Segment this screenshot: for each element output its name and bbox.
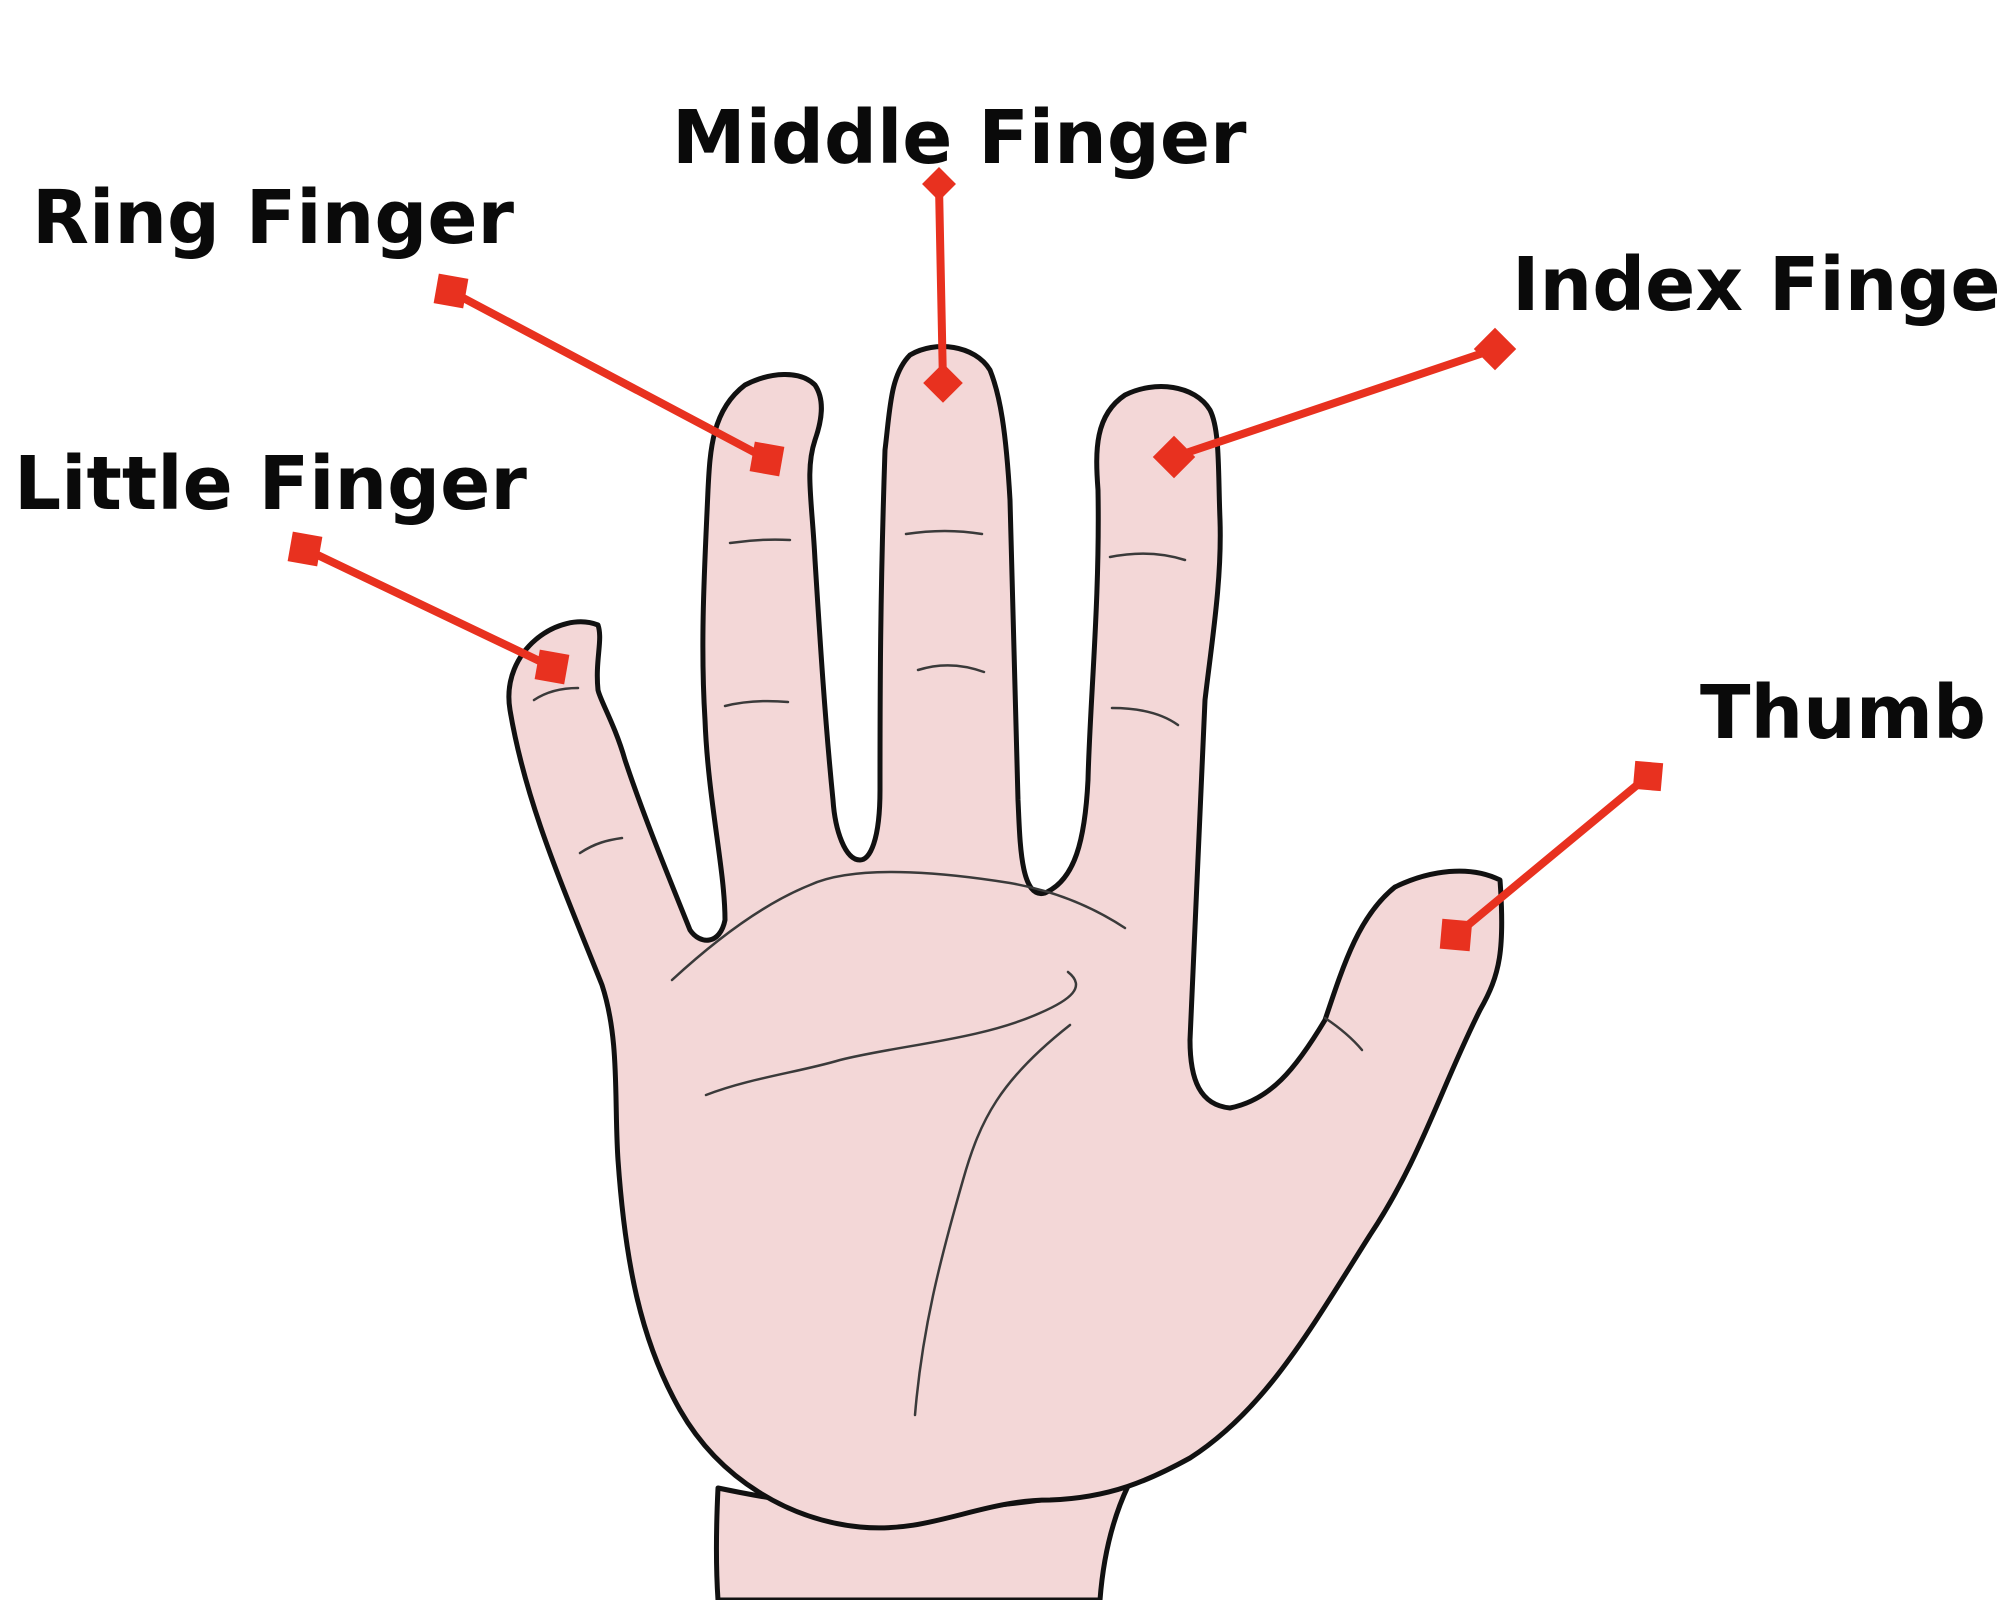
middle-leader-line [935, 182, 947, 388]
ring-leader-tip-marker [749, 441, 785, 477]
index-leader-tip-marker [1152, 435, 1196, 479]
middle-leader-tip-marker [923, 363, 963, 403]
ring-crease-upper [728, 538, 792, 545]
ring-leader-line [448, 288, 771, 463]
little-finger-leader [287, 531, 570, 685]
little-leader-tip-marker [534, 649, 570, 685]
ring-crease-lower [723, 699, 790, 708]
index-leader-end-marker [1473, 327, 1517, 371]
middle-crease-upper [904, 529, 984, 536]
little-leader-line [301, 545, 556, 671]
ring-leader-end-marker [433, 273, 469, 309]
middle-finger-leader [922, 167, 963, 403]
thumb-leader-tip-marker [1439, 918, 1473, 952]
thumb-label: Thumb [1700, 670, 1986, 756]
thumb-leader [1439, 760, 1664, 952]
middle-crease-lower [916, 664, 986, 674]
ring-finger-leader [433, 273, 785, 477]
middle-finger-label: Middle Finger [672, 95, 1247, 181]
thumb-crease [1323, 1016, 1364, 1052]
thumb-leader-end-marker [1632, 760, 1664, 792]
index-leader-line [1170, 345, 1499, 461]
middle-leader-end-marker [922, 167, 956, 201]
heart-line [670, 870, 1127, 982]
life-line [913, 1023, 1072, 1417]
little-crease-upper [532, 686, 580, 702]
hand-illustration [506, 344, 1505, 1600]
index-finger-label: Index Finger [1512, 242, 2000, 328]
little-leader-end-marker [287, 531, 323, 567]
labels: Middle Finger Ring Finger Index Finger L… [14, 95, 2000, 756]
little-finger-label: Little Finger [14, 441, 527, 527]
index-crease-upper [1108, 552, 1187, 562]
hand-outline [506, 344, 1505, 1531]
ring-finger-label: Ring Finger [32, 175, 515, 261]
leaders [287, 167, 1664, 952]
head-line [704, 970, 1078, 1097]
index-finger-leader [1152, 327, 1517, 479]
index-crease-lower [1110, 706, 1180, 727]
thumb-leader-line [1452, 772, 1652, 939]
little-crease-lower [578, 836, 624, 855]
